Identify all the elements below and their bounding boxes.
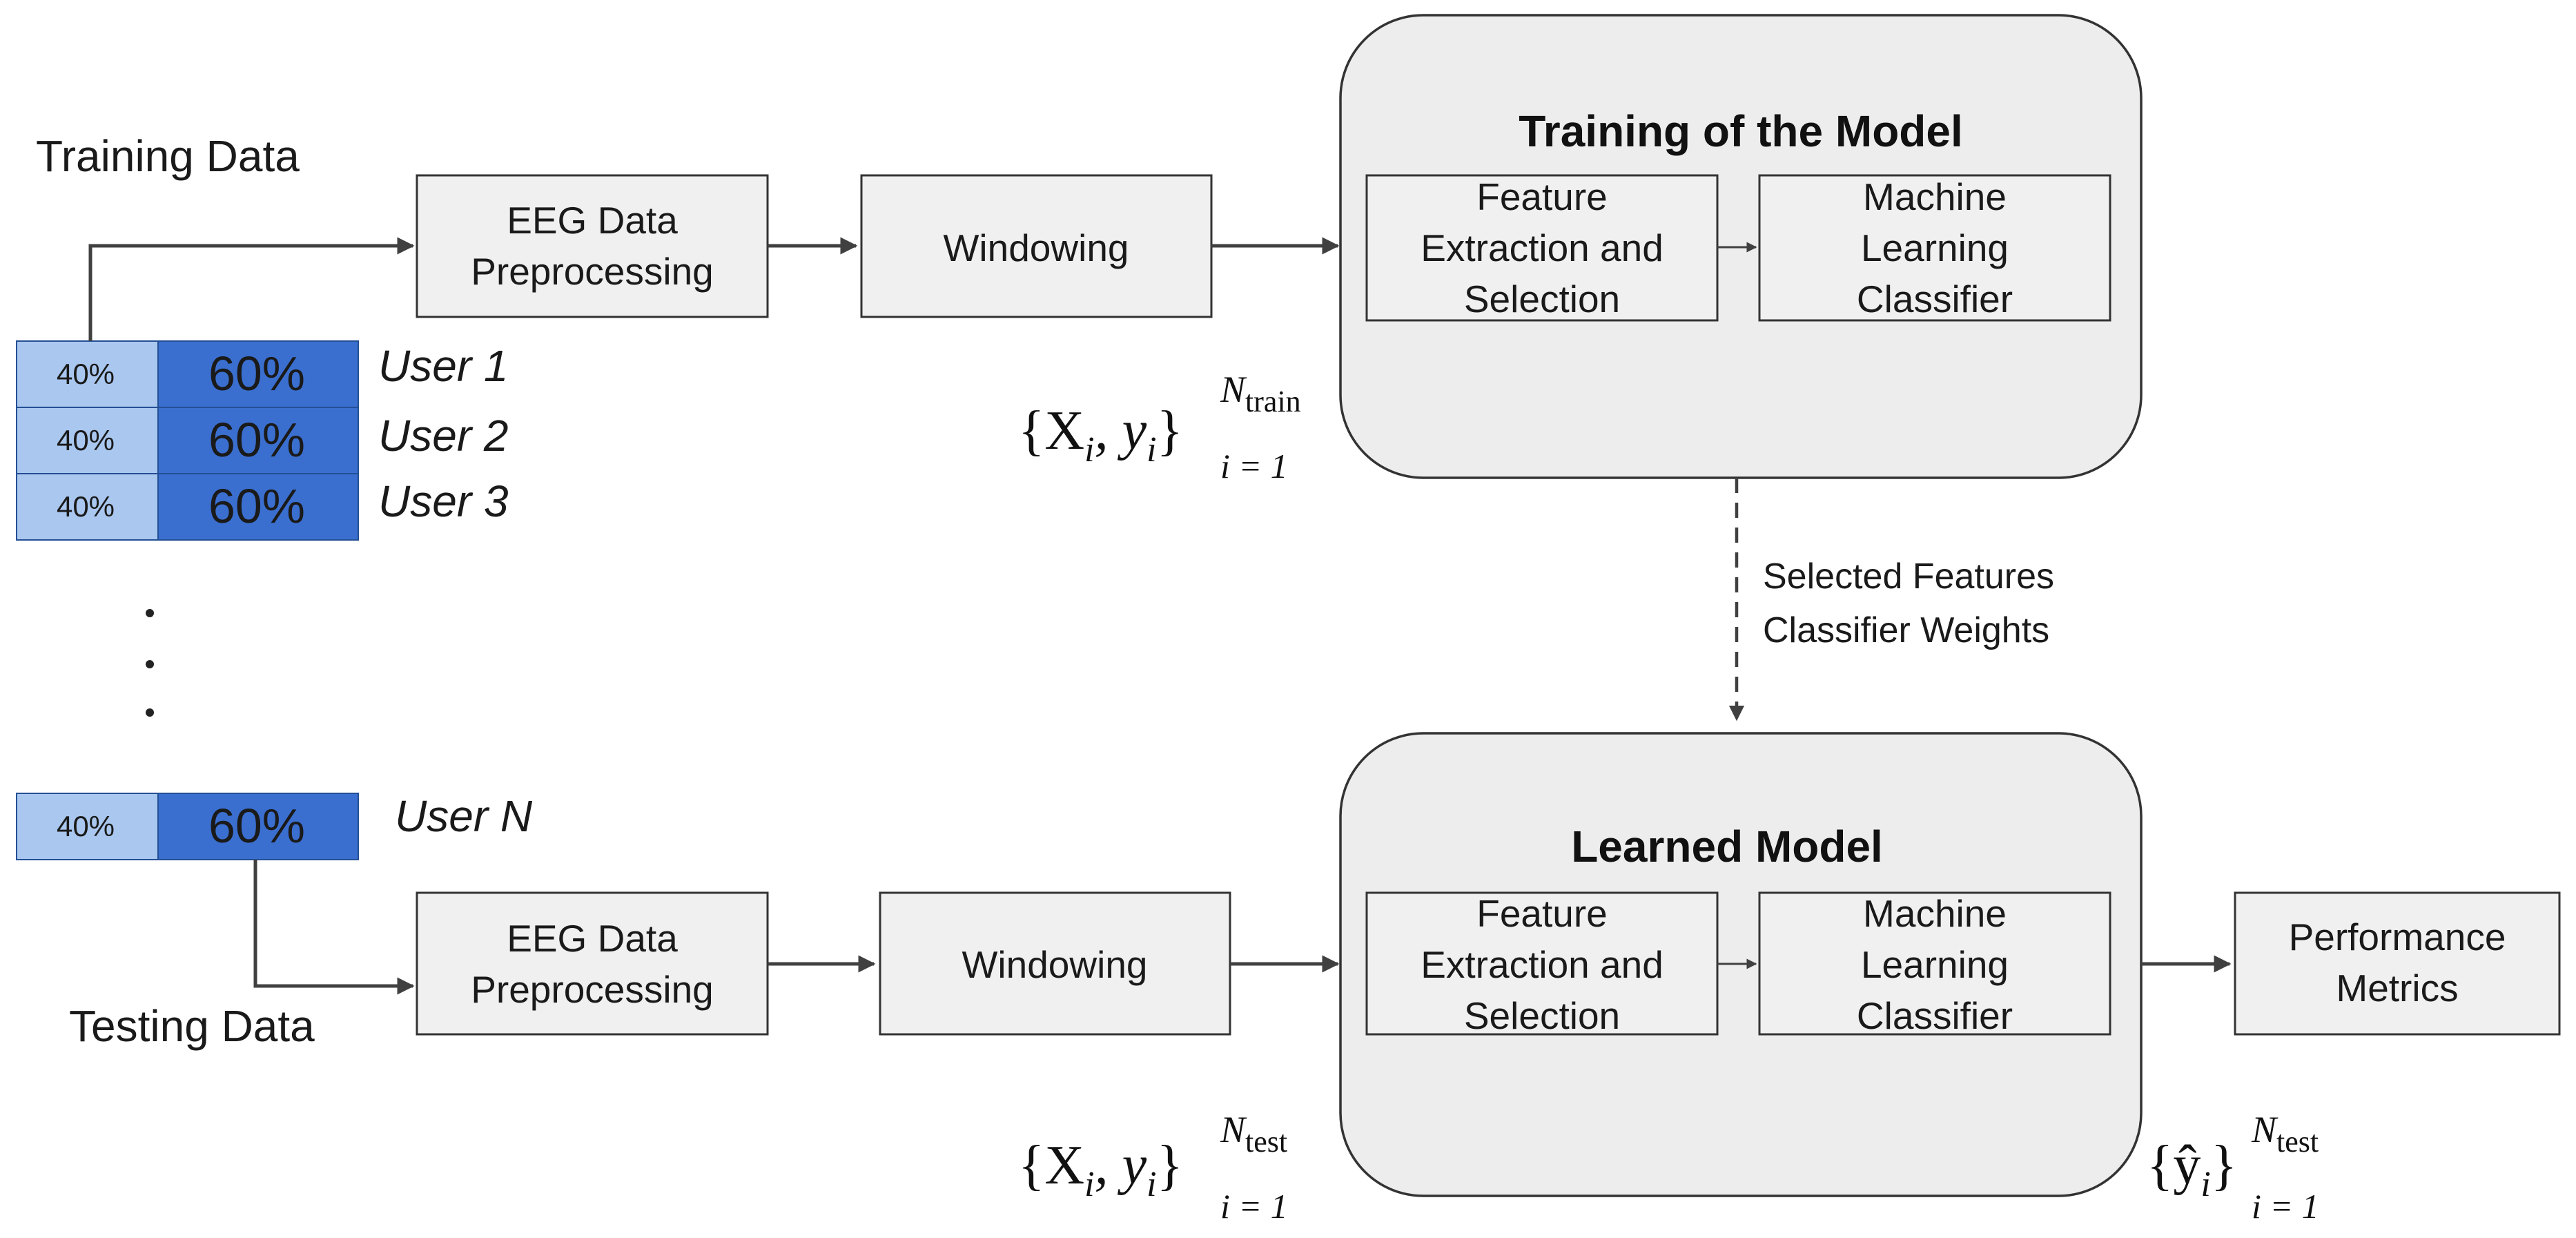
eeg-preprocessing-train-line1: EEG Data [507, 199, 678, 242]
user-3-right-pct: 60% [208, 479, 305, 533]
feature-extraction-train-line3: Selection [1464, 278, 1620, 320]
training-set-formula: {Xi, yi} Ntrain i = 1 [1018, 369, 1301, 485]
eeg-preprocessing-test-line2: Preprocessing [471, 968, 714, 1011]
feature-extraction-train-line1: Feature [1476, 175, 1608, 218]
performance-metrics-line1: Performance [2289, 916, 2506, 958]
user-1-split-bar: 40% 60% User 1 [16, 340, 509, 408]
eeg-preprocessing-box-test [416, 891, 769, 1036]
ml-classifier-test-line3: Classifier [1857, 994, 2013, 1037]
performance-metrics-line2: Metrics [2336, 967, 2458, 1009]
user-1-right-pct: 60% [208, 347, 305, 400]
user-1-left-pct: 40% [57, 358, 115, 390]
user-n-split-bar: 40% 60% User N [16, 791, 533, 860]
user-2-right-pct: 60% [208, 413, 305, 467]
performance-metrics-box [2234, 891, 2561, 1036]
ml-classifier-test-line1: Machine [1863, 892, 2007, 935]
testing-data-arrow [253, 860, 415, 995]
eeg-preprocessing-test-line1: EEG Data [507, 917, 678, 960]
windowing-box-test [879, 891, 1231, 1036]
user-n-test-share [16, 793, 159, 860]
user-n-left-pct: 40% [57, 810, 115, 842]
feature-extraction-test-line2: Extraction and [1421, 943, 1663, 986]
feature-extraction-box-train [1365, 174, 1719, 322]
testing-data-label: Testing Data [69, 1001, 315, 1051]
user-2-test-share [16, 407, 159, 474]
user-3-label: User 3 [378, 476, 509, 526]
user-2-label: User 2 [378, 411, 509, 461]
ml-classifier-box-train [1758, 174, 2111, 322]
ellipsis-dots [146, 609, 154, 717]
training-data-label: Training Data [36, 131, 300, 181]
test-set-formula: {Xi, yi} Ntest i = 1 [1018, 1109, 1288, 1226]
feature-extraction-test-line3: Selection [1464, 994, 1620, 1037]
test-formula-sup: Ntest [1220, 1109, 1287, 1159]
pred-formula-main: {ŷi} [2147, 1135, 2237, 1204]
user-3-left-pct: 40% [57, 490, 115, 523]
user-2-train-share [157, 407, 359, 474]
ml-classifier-train-line2: Learning [1861, 226, 2009, 269]
ml-classifier-test-line2: Learning [1861, 943, 2009, 986]
training-model-title: Training of the Model [1519, 106, 1963, 156]
user-3-train-share [157, 473, 359, 541]
train-formula-sup: Ntrain [1220, 369, 1301, 418]
feature-extraction-train-line2: Extraction and [1421, 226, 1663, 269]
user-n-right-pct: 60% [208, 799, 305, 853]
training-data-arrow [88, 237, 415, 341]
windowing-test-label: Windowing [962, 943, 1147, 986]
prediction-formula: {ŷi} Ntest i = 1 [2147, 1109, 2319, 1226]
test-formula-main: {Xi, yi} [1018, 1135, 1183, 1204]
user-2-split-bar: 40% 60% User 2 [16, 407, 509, 474]
classifier-weights-label: Classifier Weights [1763, 610, 2049, 650]
user-3-split-bar: 40% 60% User 3 [16, 473, 509, 541]
ml-classifier-train-line1: Machine [1863, 175, 2007, 218]
pred-formula-sup: Ntest [2251, 1109, 2319, 1159]
train-formula-main: {Xi, yi} [1018, 400, 1183, 470]
user-1-label: User 1 [378, 341, 509, 391]
user-1-train-share [157, 340, 359, 408]
eeg-preprocessing-box-train [416, 174, 769, 318]
pred-formula-lower: i = 1 [2252, 1187, 2319, 1226]
user-3-test-share [16, 473, 159, 541]
user-1-test-share [16, 340, 159, 408]
ml-classifier-box-test [1758, 891, 2111, 1036]
user-2-left-pct: 40% [57, 424, 115, 456]
user-n-label: User N [395, 791, 533, 841]
learned-model-title: Learned Model [1571, 822, 1883, 871]
test-formula-lower: i = 1 [1220, 1187, 1288, 1226]
windowing-train-label: Windowing [943, 226, 1129, 269]
windowing-box-train [860, 174, 1213, 318]
ml-classifier-train-line3: Classifier [1857, 278, 2013, 320]
eeg-preprocessing-train-line2: Preprocessing [471, 250, 714, 293]
feature-extraction-box-test [1365, 891, 1719, 1036]
selected-features-label: Selected Features [1763, 557, 2054, 597]
user-n-train-share [157, 793, 359, 860]
train-formula-lower: i = 1 [1220, 447, 1288, 485]
feature-extraction-test-line1: Feature [1476, 892, 1608, 935]
